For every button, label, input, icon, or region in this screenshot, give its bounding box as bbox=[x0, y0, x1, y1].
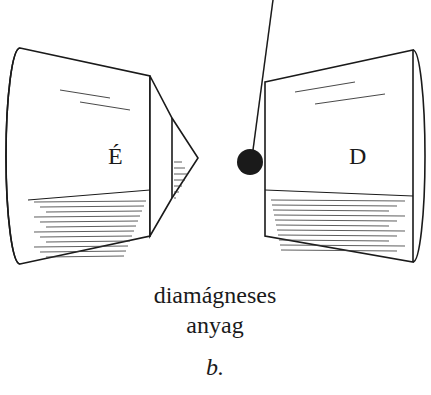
hatch bbox=[40, 221, 138, 222]
hatch bbox=[174, 192, 179, 193]
pole-outline bbox=[171, 118, 173, 198]
hatch bbox=[46, 226, 136, 227]
pole-letter: D bbox=[347, 144, 368, 168]
south-pole-piece: D bbox=[255, 40, 429, 272]
caption: diamágneses anyag bbox=[140, 280, 290, 340]
hatch bbox=[271, 200, 405, 201]
pole-outline bbox=[265, 190, 413, 196]
hatch bbox=[174, 168, 185, 169]
hatch bbox=[46, 241, 130, 242]
hatch bbox=[40, 206, 144, 207]
hatch bbox=[273, 210, 389, 211]
hatch bbox=[40, 251, 126, 252]
hatch bbox=[46, 211, 142, 212]
hatch bbox=[276, 225, 389, 226]
hatch bbox=[315, 94, 385, 104]
hatch bbox=[279, 240, 389, 241]
pole-outline bbox=[150, 76, 198, 236]
pole-outline bbox=[6, 48, 150, 264]
hatch bbox=[174, 198, 176, 199]
hatch bbox=[174, 162, 182, 163]
hatch bbox=[34, 246, 128, 247]
pole-outline bbox=[28, 190, 150, 200]
pole-letter: É bbox=[106, 144, 125, 168]
pole-outline bbox=[265, 50, 413, 262]
hatch bbox=[295, 82, 355, 92]
hatch bbox=[46, 256, 124, 257]
diamagnetic-ball bbox=[237, 149, 263, 175]
hatch bbox=[277, 230, 405, 231]
hatch bbox=[174, 186, 182, 187]
pole-shape bbox=[0, 40, 202, 272]
hatch bbox=[174, 180, 185, 181]
hatch bbox=[278, 235, 397, 236]
hatch bbox=[40, 236, 132, 237]
hatch bbox=[274, 215, 405, 216]
hatch bbox=[80, 102, 130, 110]
north-pole-piece: É bbox=[0, 40, 202, 272]
hatch bbox=[34, 201, 146, 202]
hatch bbox=[272, 205, 397, 206]
hatch bbox=[281, 250, 397, 251]
hatch bbox=[60, 90, 110, 98]
hatch bbox=[34, 231, 134, 232]
hatch bbox=[275, 220, 397, 221]
figure-letter: b. bbox=[175, 352, 255, 382]
hatch bbox=[174, 174, 188, 175]
hatch bbox=[34, 216, 140, 217]
pole-outline bbox=[413, 50, 425, 262]
hatch bbox=[280, 245, 405, 246]
pole-outline bbox=[6, 48, 20, 264]
pole-shape bbox=[255, 40, 429, 272]
